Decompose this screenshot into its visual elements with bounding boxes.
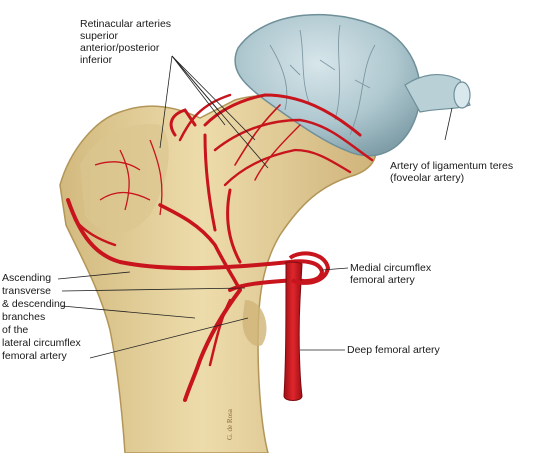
head-vessels [269,24,376,136]
ligamentum-teres [404,73,471,113]
label-lateral-1: Ascending [2,272,52,284]
greater-trochanter [80,124,169,234]
label-retinacular-superior: superior [80,30,118,42]
label-deep-femoral: Deep femoral artery [347,344,440,356]
label-lateral-4: branches [2,311,46,323]
illustrator-signature: G. de Rosa [226,409,234,440]
label-lateral-5: of the [2,324,29,336]
label-medial-circumflex-1: Medial circumflex [350,262,432,274]
deep-femoral-artery [283,261,303,401]
label-ligamentum-teres-1: Artery of ligamentum teres [390,160,514,172]
label-lateral-6: lateral circumflex [2,337,81,349]
label-medial-circumflex-2: femoral artery [350,274,415,286]
retinacular-arteries [169,93,374,187]
lesser-trochanter [242,300,267,346]
label-lateral-7: femoral artery [2,350,67,362]
label-lateral-2: transverse [2,285,52,297]
label-retinacular-ant-post: anterior/posterior [80,42,160,54]
label-ligamentum-teres-2: (foveolar artery) [390,172,465,184]
femoral-head [234,13,421,157]
medial-circumflex-loop [288,251,331,285]
label-retinacular-inferior: inferior [80,54,113,66]
leader-lines [57,55,453,359]
label-retinacular-title: Retinacular arteries [80,18,172,30]
label-lateral-3: & descending [2,298,66,310]
